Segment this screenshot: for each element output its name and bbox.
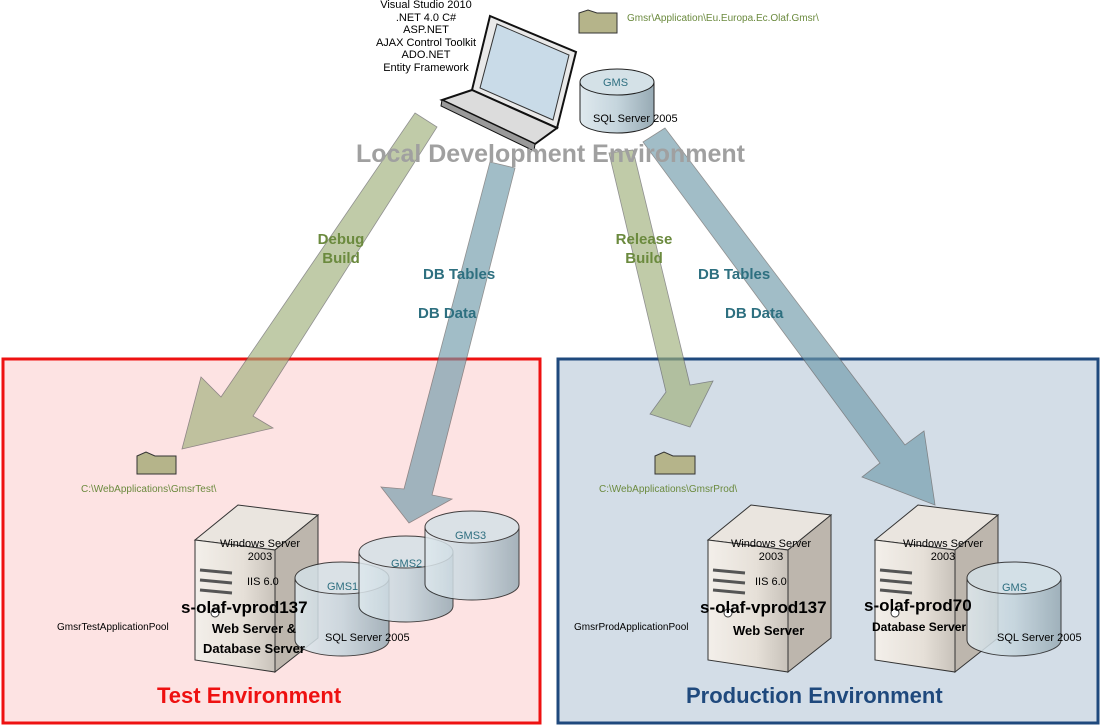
test-server-role: Web Server & Database Server (203, 621, 305, 656)
test-server-hostname: s-olaf-vprod137 (181, 598, 308, 617)
laptop-icon (439, 14, 578, 152)
local-folder-path: Gmsr\Application\Eu.Europa.Ec.Olaf.Gmsr\ (627, 13, 819, 24)
prod-db-transfer-arrow (642, 127, 936, 506)
tool-item: ADO.NET (401, 49, 451, 62)
debug-build-arrow (181, 112, 438, 450)
tool-item: .NET 4.0 C# (395, 11, 457, 24)
prod-web-server-os: Windows Server 2003 (730, 538, 812, 563)
test-db-gms3-icon (424, 510, 520, 601)
test-db-server: SQL Server 2005 (325, 632, 410, 644)
local-folder-icon (578, 9, 618, 34)
test-db-gms2-label: GMS2 (391, 558, 423, 570)
test-environment-title: Test Environment (157, 683, 342, 708)
prod-environment-title: Production Environment (686, 683, 943, 708)
release-build-label: Release Build (615, 231, 673, 267)
test-db-transfer-arrow (380, 161, 516, 524)
prod-db-gms-icon (966, 561, 1062, 657)
prod-db-server-os: Windows Server 2003 (902, 538, 984, 563)
prod-db-server: SQL Server 2005 (997, 632, 1082, 644)
prod-folder-path: C:\WebApplications\GmsrProd\ (599, 484, 738, 495)
local-db-gms-icon (579, 68, 655, 134)
prod-web-server-iis: IIS 6.0 (755, 576, 787, 588)
prod-db-server-hostname: s-olaf-prod70 (864, 596, 972, 615)
prod-db-server-role: Database Server (872, 620, 967, 634)
prod-db-tables-label: DB Tables (698, 266, 771, 283)
test-db-data-label: DB Data (418, 305, 477, 322)
prod-web-server-role: Web Server (733, 623, 805, 638)
release-build-arrow (608, 149, 714, 428)
tool-item: ASP.NET (403, 24, 449, 37)
test-db-tables-label: DB Tables (423, 266, 496, 283)
local-db-name: GMS (603, 77, 629, 89)
prod-db-gms-label: GMS (1002, 582, 1028, 594)
tool-item: Entity Framework (383, 61, 469, 74)
prod-folder-icon (654, 451, 696, 475)
test-app-pool: GmsrTestApplicationPool (57, 622, 169, 633)
test-folder-path: C:\WebApplications\GmsrTest\ (81, 484, 217, 495)
test-folder-icon (136, 451, 177, 475)
local-environment-title: Local Development Environment (356, 140, 745, 168)
tool-item: Visual Studio 2010 (380, 0, 472, 11)
test-db-gms3-label: GMS3 (455, 530, 487, 542)
local-tools-list: Visual Studio 2010 .NET 4.0 C# ASP.NET A… (366, 0, 486, 75)
debug-build-label: Debug Build (317, 231, 365, 267)
prod-web-server-icon (706, 504, 833, 674)
prod-app-pool: GmsrProdApplicationPool (574, 622, 689, 633)
test-server-os: Windows Server 2003 (219, 538, 301, 563)
test-db-gms1-label: GMS1 (327, 581, 359, 593)
prod-web-server-hostname: s-olaf-vprod137 (700, 598, 827, 617)
local-db-server: SQL Server 2005 (593, 113, 678, 125)
tool-item: AJAX Control Toolkit (375, 36, 477, 49)
test-server-iis: IIS 6.0 (247, 576, 279, 588)
prod-db-data-label: DB Data (725, 305, 784, 322)
